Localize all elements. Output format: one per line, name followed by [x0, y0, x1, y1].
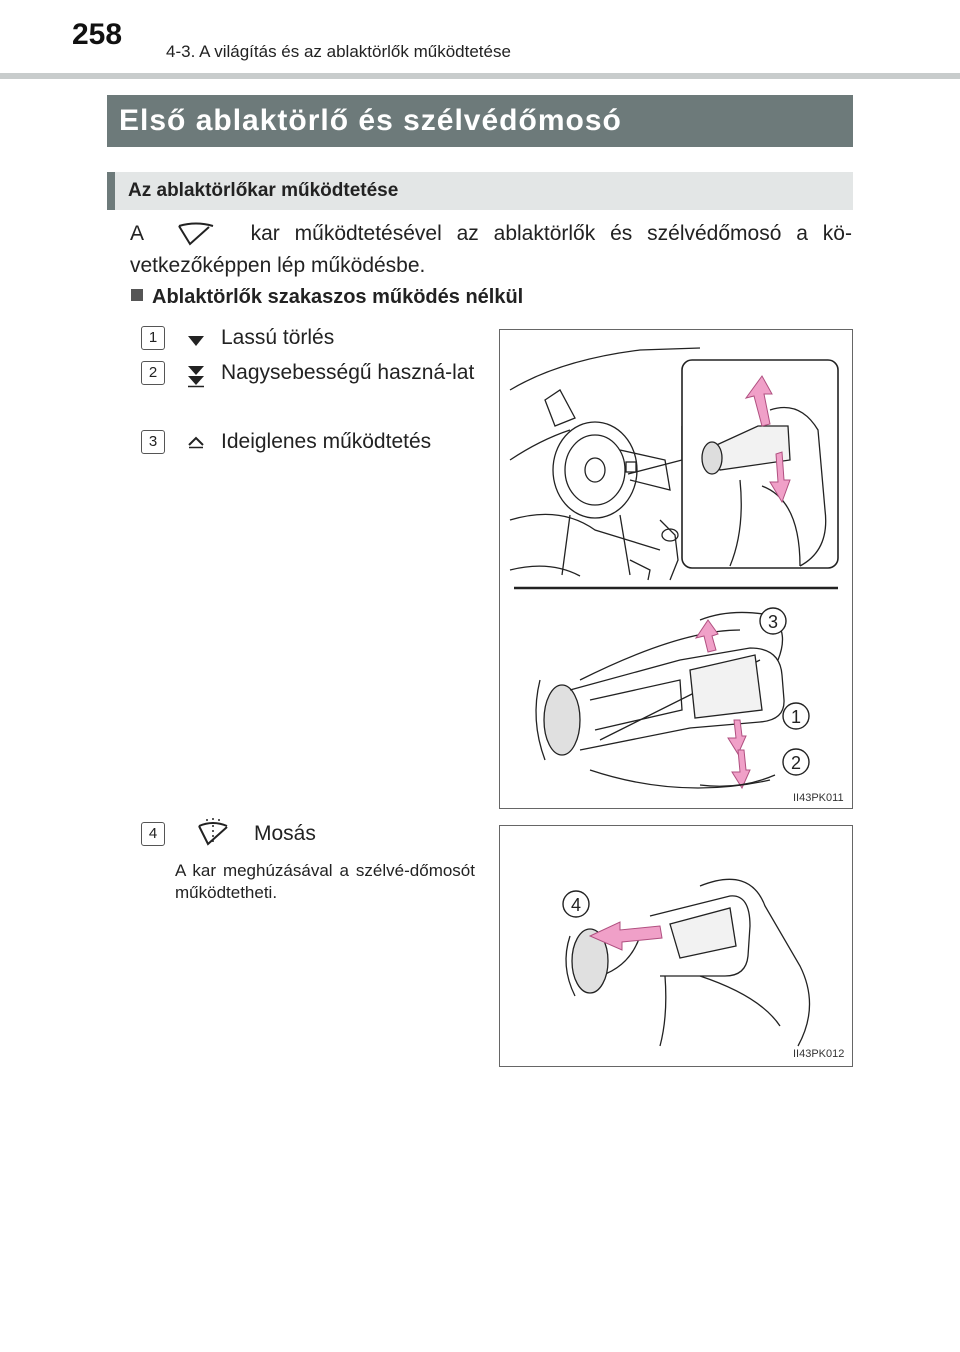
figure1-code: II43PK011: [793, 792, 844, 804]
chapter-title: 4-3. A világítás és az ablaktörlők működ…: [166, 42, 511, 61]
wash-note: A kar meghúzásával a szélvé-dőmosót műkö…: [175, 861, 475, 902]
bullet-heading: Ablaktörlők szakaszos működés nélkül: [131, 286, 523, 309]
intro-paragraph: A kar működtetésével az ablaktörlők és s…: [130, 218, 852, 282]
subsection-title: Az ablaktörlőkar működtetése: [107, 172, 853, 210]
single-down-arrow-icon: [186, 334, 206, 353]
section-title: Első ablaktörlő és szélvédőmosó: [107, 95, 853, 147]
figure2-callout-4: 4: [571, 895, 581, 915]
figure-wiper-lever-positions: 3 1 2 II43PK011: [499, 329, 853, 809]
item-number-2: 2: [141, 361, 165, 385]
wiper-symbol-icon: [158, 222, 236, 246]
figure1-callout-1: 1: [791, 707, 801, 727]
item-number-1: 1: [141, 326, 165, 350]
double-down-arrow-icon: [186, 364, 206, 393]
dashboard-lever-illustration: 3 1 2: [509, 347, 839, 790]
pull-arrow-icon: [588, 921, 663, 951]
intro-after-icon: kar működtetésével az ablaktörlők és szé…: [130, 222, 852, 277]
up-arrow-icon: [744, 375, 773, 427]
item-label-3: Ideiglenes működtetés: [221, 430, 432, 453]
item-label-4: Mosás: [254, 822, 316, 845]
bullet-square-icon: [131, 289, 143, 301]
item-label-1: Lassú törlés: [221, 326, 335, 349]
bullet-heading-text: Ablaktörlők szakaszos működés nélkül: [152, 286, 524, 308]
washer-symbol-icon: [196, 818, 230, 853]
item-number-3: 3: [141, 430, 165, 454]
intro-before-icon: A: [130, 222, 143, 245]
washer-lever-illustration: 4: [562, 878, 811, 1047]
figure1-callout-3: 3: [768, 612, 778, 632]
item-label-2: Nagysebességű haszná-lat: [221, 361, 475, 384]
header-rule: [0, 73, 960, 79]
figure2-code: II43PK012: [793, 1048, 845, 1060]
figure1-callout-2: 2: [791, 753, 801, 773]
down-arrow-icon: [769, 451, 791, 504]
page-number: 258: [72, 18, 123, 51]
figure-washer-lever: 4 II43PK012: [499, 825, 853, 1067]
item-number-4: 4: [141, 822, 165, 846]
mist-up-chevron-icon: [186, 435, 206, 454]
